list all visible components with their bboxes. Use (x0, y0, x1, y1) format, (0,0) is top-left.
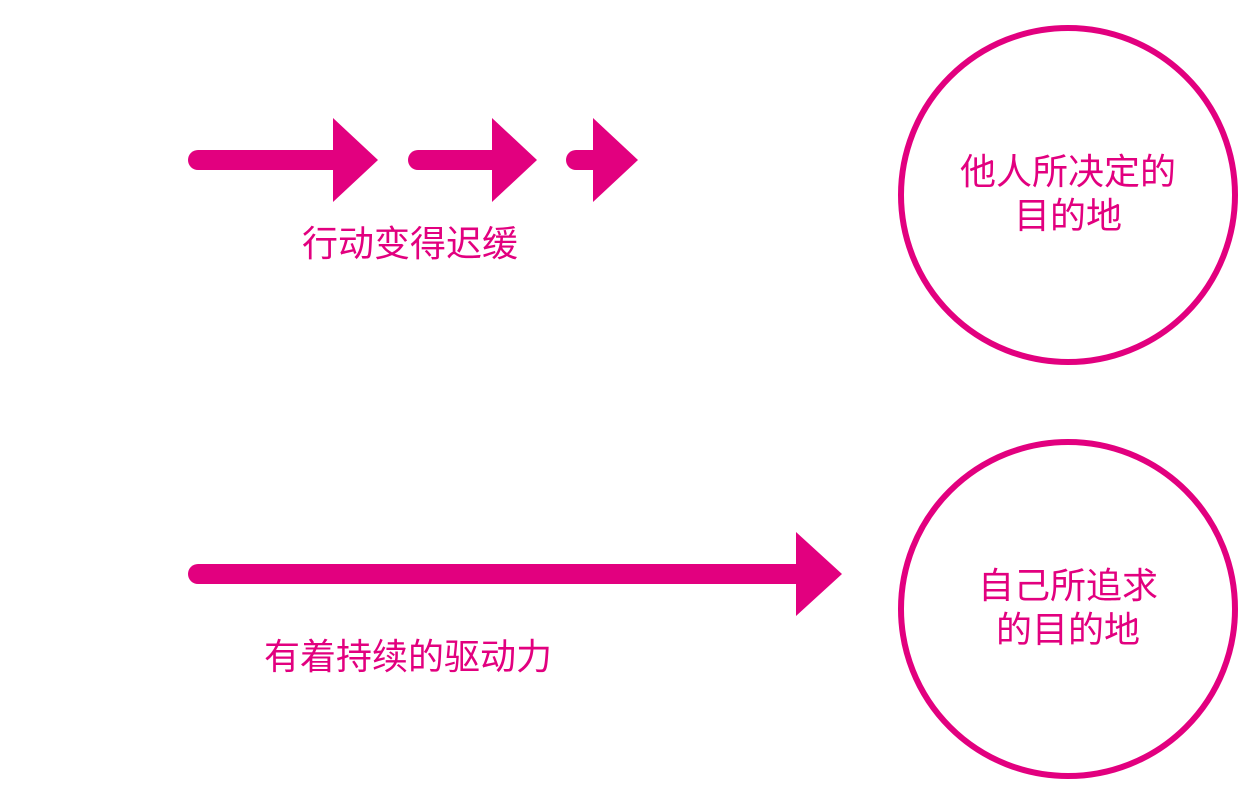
continuous-drive-caption: 有着持续的驱动力 (264, 637, 553, 678)
long-arrow (188, 532, 842, 616)
broken-arrow-group (188, 118, 638, 202)
others-destination-label: 他人所决定的 目的地 (918, 151, 1218, 239)
own-destination-label: 自己所追求 的目的地 (918, 565, 1218, 653)
others-destination-line-1: 他人所决定的 (959, 152, 1176, 193)
own-destination-line-2: 的目的地 (995, 610, 1140, 651)
target-circle-top (898, 25, 1238, 365)
slow-action-caption: 行动变得迟缓 (302, 224, 519, 265)
short-arrow-3 (566, 118, 638, 202)
short-arrow-2 (408, 118, 537, 202)
target-circle-bottom (898, 439, 1238, 779)
short-arrow-1 (188, 118, 378, 202)
own-destination-line-1: 自己所追求 (977, 566, 1158, 607)
others-destination-line-2: 目的地 (1013, 196, 1122, 237)
